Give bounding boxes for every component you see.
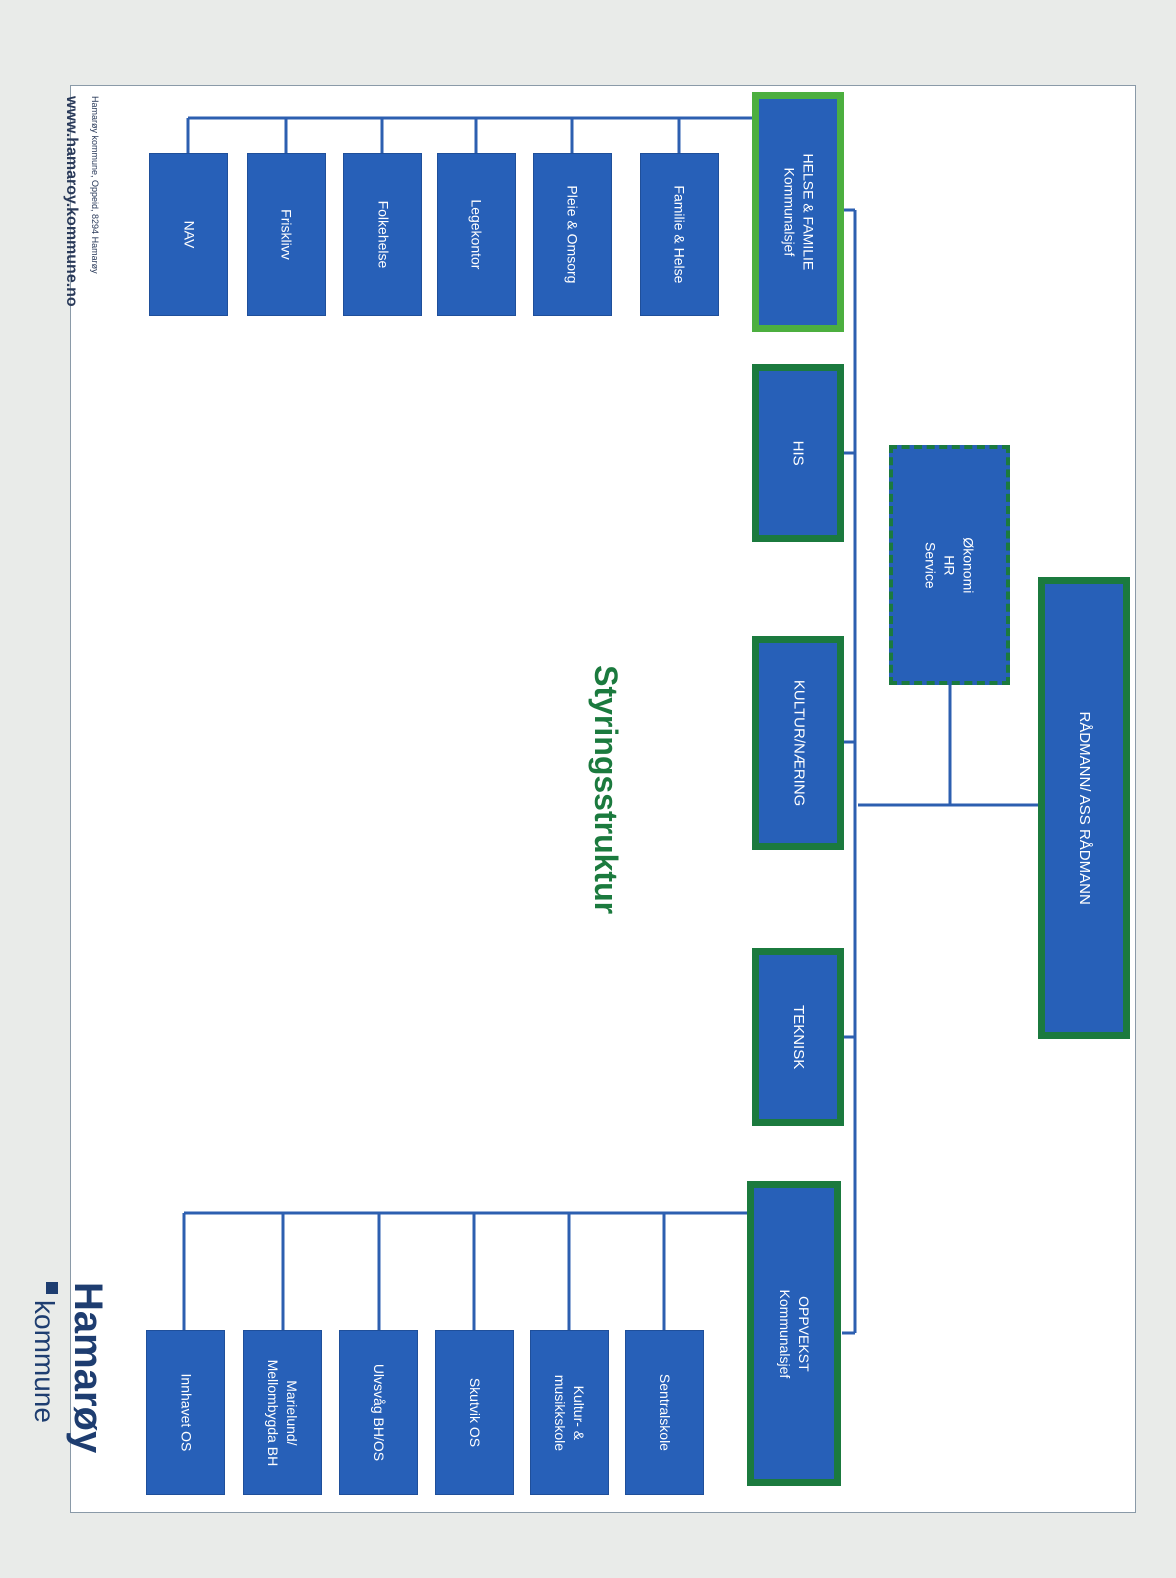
innhavet-os-box: Innhavet OS xyxy=(146,1330,225,1495)
logo-sub: kommune xyxy=(29,1300,60,1423)
helse-familie-label: HELSE & FAMILIE Kommunalsjef xyxy=(781,153,816,271)
helse-familie-box: HELSE & FAMILIE Kommunalsjef xyxy=(752,92,844,332)
teknisk-label: TEKNISK xyxy=(790,1004,808,1070)
radmann-label: RÅDMANN/ ASS RÅDMANN xyxy=(1076,711,1094,905)
skutvik-os-box: Skutvik OS xyxy=(435,1330,514,1495)
sub-label: Sentralskole xyxy=(656,1373,673,1452)
hamaroy-logo: Hamarøy kommune xyxy=(28,1270,118,1510)
logo-name: Hamarøy xyxy=(66,1282,110,1454)
marielund-box: Marielund/Mellombygda BH xyxy=(243,1330,322,1495)
sub-label: Ulvsvåg BH/OS xyxy=(370,1363,387,1462)
oppvekst-label: OPPVEKST Kommunalsjef xyxy=(777,1289,812,1378)
chart-title: Styringsstruktur xyxy=(545,620,665,960)
title-text: Styringsstruktur xyxy=(587,665,624,915)
sub-label: Pleie & Omsorg xyxy=(564,185,581,284)
sub-label: Familie & Helse xyxy=(671,185,688,284)
ulvsvag-box: Ulvsvåg BH/OS xyxy=(339,1330,418,1495)
legekontor-box: Legekontor xyxy=(437,153,516,316)
sub-label: Frisklivv xyxy=(278,209,295,260)
staff-label: Økonomi HR Service xyxy=(923,536,977,594)
sub-label: NAV xyxy=(180,220,197,249)
kultur-naering-box: KULTUR/NÆRING xyxy=(752,636,844,850)
nav-box: NAV xyxy=(149,153,228,316)
his-label: HIS xyxy=(790,440,808,466)
teknisk-box: TEKNISK xyxy=(752,948,844,1126)
footer-website: www.hamaroy.kommune.no xyxy=(63,96,80,307)
sub-label: Folkehelse xyxy=(374,200,391,269)
kultur-musikkskole-box: Kultur- &musikkskole xyxy=(530,1330,609,1495)
footer-address: Hamarøy kommune, Oppeid, 8294 Hamarøy xyxy=(90,96,100,274)
sub-label: Marielund/Mellombygda BH xyxy=(265,1359,301,1466)
oppvekst-box: OPPVEKST Kommunalsjef xyxy=(747,1181,841,1486)
pleie-omsorg-box: Pleie & Omsorg xyxy=(533,153,612,316)
okonomi-hr-service-box: Økonomi HR Service xyxy=(889,445,1010,685)
sub-label: Innhavet OS xyxy=(177,1373,194,1452)
sentralskole-box: Sentralskole xyxy=(625,1330,704,1495)
sub-label: Kultur- &musikkskole xyxy=(552,1374,588,1451)
org-chart-page xyxy=(70,85,1136,1513)
sub-label: Skutvik OS xyxy=(466,1377,483,1448)
frisklivv-box: Frisklivv xyxy=(247,153,326,316)
familie-helse-box: Familie & Helse xyxy=(640,153,719,316)
his-box: HIS xyxy=(752,364,844,542)
logo-square-icon xyxy=(46,1282,58,1294)
folkehelse-box: Folkehelse xyxy=(343,153,422,316)
radmann-box: RÅDMANN/ ASS RÅDMANN xyxy=(1038,577,1130,1039)
sub-label: Legekontor xyxy=(468,199,485,270)
kultur-naering-label: KULTUR/NÆRING xyxy=(790,679,808,807)
